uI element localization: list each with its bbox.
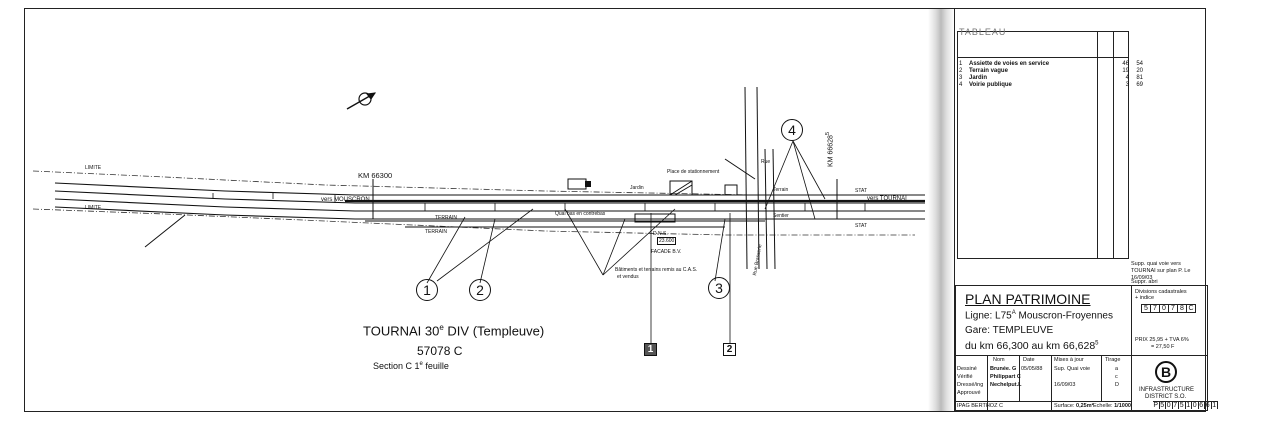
sign-t: c <box>1115 374 1118 380</box>
sign-head-date: Date <box>1023 357 1035 363</box>
district-label: DISTRICT S.O. <box>1145 394 1187 400</box>
km-end-label: KM 666285 <box>825 131 835 167</box>
sentier-label: Sentier <box>773 213 789 219</box>
plan-title-line3: Section C 1e feuille <box>373 361 449 371</box>
plan-number-digit: 1 <box>1212 402 1218 409</box>
sign-maj: Sup. Quai voie <box>1054 366 1091 372</box>
paper-fold <box>928 9 954 411</box>
division-cells: 5 7 0 7 8 C <box>1141 304 1196 313</box>
supp-abri: Suppr. abri <box>1131 279 1158 285</box>
legend-square-1: 1 <box>644 343 657 356</box>
echelle-field: Echelle: 1/1000 <box>1093 403 1131 409</box>
supp-note: Supp. quai voie vers TOURNAI sur plan P.… <box>1131 261 1191 281</box>
area-table <box>957 31 1129 259</box>
place-label: Place de stationnement <box>667 169 720 175</box>
plan-number-digit: 1 <box>1186 402 1192 409</box>
sign-maj: 16/09/03 <box>1054 382 1076 388</box>
limite-label-2: LIMITE <box>85 205 102 211</box>
surface-field: Surface: 0,25m² <box>1054 403 1094 409</box>
north-arrow-icon <box>346 92 377 110</box>
plan-number-digit: 5 <box>1160 402 1166 409</box>
callout-2: 2 <box>469 279 491 301</box>
sign-role: Dressé/ing <box>957 382 984 388</box>
stat-label: STAT <box>855 188 868 194</box>
sign-head-nom: Nom <box>993 357 1005 363</box>
infra-label: INFRASTRUCTURE <box>1139 387 1194 393</box>
callout-3: 3 <box>708 277 730 299</box>
sign-nom: Brunée. G <box>990 366 1017 372</box>
sign-role: Approuvé <box>957 390 981 396</box>
divisions-label: Divisions cadastrales <box>1135 289 1187 295</box>
plan-number-digit: 6 <box>1199 402 1205 409</box>
direction-left: vers MOUSCRON <box>321 197 370 203</box>
sncb-logo-icon: B <box>1155 361 1177 383</box>
plan-title-line1: TOURNAI 30e DIV (Templeuve) <box>363 323 545 339</box>
sign-head-tirage: Tirage <box>1105 357 1121 363</box>
plan-number-digit: 7 <box>1173 402 1179 409</box>
drawing-sheet: KM 66300 KM 666285 vers MOUSCRON vers TO… <box>24 8 1218 412</box>
batiments-label: Bâtiments et terrains remis au C.A.S. <box>615 267 698 273</box>
prix-label-2: = 27,50 F <box>1151 344 1175 350</box>
sign-t: a <box>1115 366 1119 372</box>
table-title: TABLEAU <box>959 27 1007 37</box>
sign-t: D <box>1115 382 1119 388</box>
plan-number-digit: 6 <box>1205 402 1212 409</box>
plan-number-digit: P <box>1153 402 1160 409</box>
direction-right: vers TOURNAI <box>867 196 907 202</box>
sign-role: Dessiné <box>957 366 977 372</box>
quai-label: Quai bas en contrebas <box>555 211 606 217</box>
track-drawing <box>32 86 925 344</box>
rue-top-label: Rue <box>761 159 771 165</box>
legend-square-2: 2 <box>723 343 736 356</box>
vendus-label: et vendus <box>617 274 639 280</box>
sign-nom: Philippart C <box>990 374 1021 380</box>
terrain-top-label: Terrain <box>773 187 789 193</box>
callout-1: 1 <box>416 279 438 301</box>
callout-4: 4 <box>781 119 803 141</box>
sign-role: Vérifié <box>957 374 973 380</box>
sign-date: 05/05/88 <box>1021 366 1043 372</box>
km-range: du km 66,300 au km 66,6285 <box>965 340 1099 352</box>
title-frame <box>955 285 1208 411</box>
ipag-label: IPAG BERTHOZ C <box>957 403 1003 409</box>
gare-label: Gare: TEMPLEUVE <box>965 325 1054 336</box>
stat-label-2: STAT <box>855 223 868 229</box>
ligne-label: Ligne: L75A Mouscron-Froyennes <box>965 310 1113 322</box>
plan-number-digit: 0 <box>1166 402 1173 409</box>
facade-label: FACADE B.V. <box>651 249 682 255</box>
site-plan: KM 66300 KM 666285 vers MOUSCRON vers TO… <box>25 9 930 411</box>
dns-value: 23.600 <box>657 237 677 245</box>
jardin-label: Jardin <box>630 185 644 191</box>
limite-label: LIMITE <box>85 165 102 171</box>
prix-label: PRIX 25,95 + TVA 6% <box>1135 337 1189 343</box>
terrain-label-2: TERRAIN <box>425 229 447 235</box>
plan-patrimoine-title: PLAN PATRIMOINE <box>965 291 1091 307</box>
plan-number-digit: 0 <box>1192 402 1199 409</box>
sign-head-mises: Mises à jour <box>1054 357 1084 363</box>
plan-number-digit: 5 <box>1179 402 1186 409</box>
sign-nom: Nechelput.L <box>990 382 1022 388</box>
terrain-label: TERRAIN <box>435 215 457 221</box>
km-start-label: KM 66300 <box>358 171 393 180</box>
dns-label: D.N.S. <box>653 231 668 237</box>
plan-title-line2: 57078 C <box>417 344 463 358</box>
divisions-note: + indice <box>1135 295 1155 301</box>
